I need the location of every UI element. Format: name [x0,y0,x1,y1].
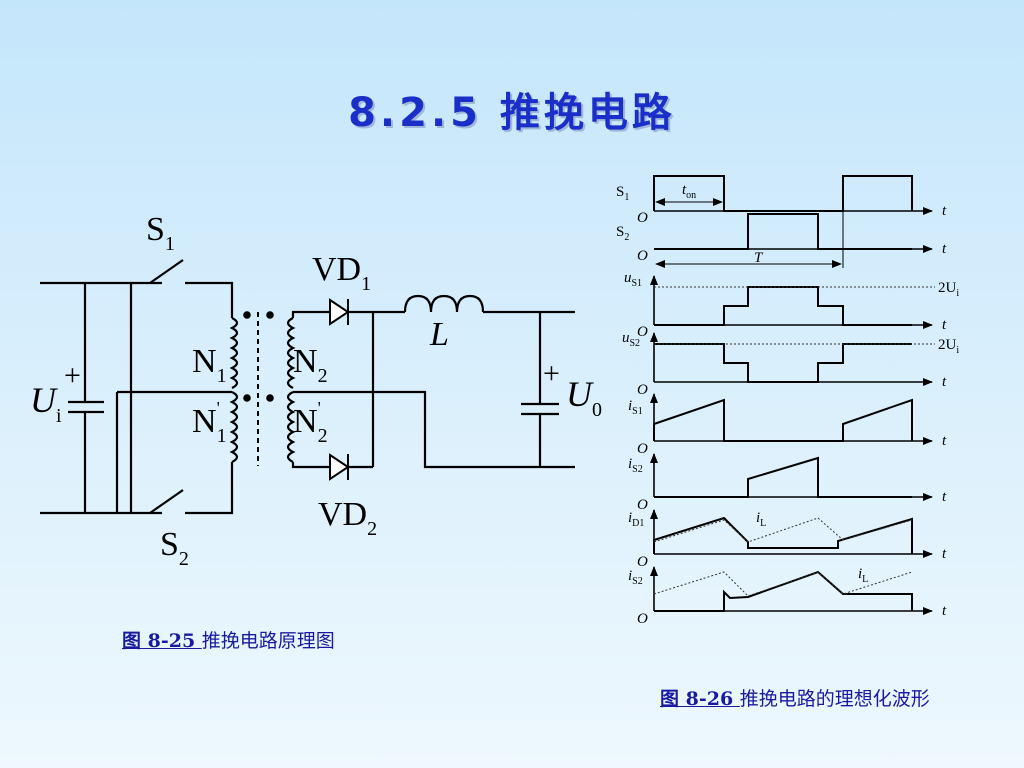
n2-label: N2 [293,343,328,387]
svg-text:t: t [942,241,947,257]
svg-text:t: t [942,603,947,619]
wave-is1 [653,398,913,442]
wave-is2 [654,456,912,498]
n2p-winding [286,391,296,463]
s2-switch [149,489,184,514]
l-label: L [429,316,449,353]
svg-text:O: O [637,441,648,457]
label-s1: S1 [616,184,629,203]
s1-to-n1 [185,281,234,318]
vd2-diode [329,453,350,481]
n2-top-wire [291,310,330,318]
label-il-2: iL [858,566,868,585]
label-il-1: iL [756,510,766,529]
caption-fig-8-25: 图 8-25 推挽电路原理图 [122,626,335,653]
wave-s2 [654,213,912,250]
label-us2: uS2 [622,330,640,349]
svg-text:t: t [942,317,947,333]
uo-plus: + [543,357,560,390]
l-inductor [403,294,485,313]
label-period: T [754,250,764,266]
svg-text:t: t [942,374,947,390]
svg-text:O: O [637,248,648,264]
il-dotted-1 [653,517,913,543]
n2p-bottom-wire [291,462,330,469]
svg-text:O: O [637,210,648,226]
svg-text:t: t [942,546,947,562]
label-is2: iS2 [628,456,643,475]
svg-text:t: t [942,433,947,449]
wave-id1 [653,516,913,554]
wave-us1 [654,286,912,326]
n1-winding [229,317,239,389]
caption-fig-8-26-text: 推挽电路的理想化波形 [739,688,930,710]
n1p-label: N1' [192,398,227,447]
s1-switch [149,259,184,284]
label-is1: iS1 [628,398,643,417]
uo-label: U0 [566,374,602,421]
uo-capacitor [521,402,559,416]
label-2ui-1: 2Ui [938,280,959,299]
wave-is2b [654,570,913,612]
label-id1: iD1 [628,510,644,529]
n2p-label: N2' [293,398,328,447]
ui-plus: + [64,359,81,392]
page-title: 8.2.5 推挽电路 [348,90,676,136]
vd1-diode [329,298,350,326]
label-s2: S2 [616,224,629,243]
il-dotted-2 [653,571,913,597]
caption-fig-8-25-number[interactable]: 图 8-25 [122,630,202,652]
caption-fig-8-26: 图 8-26 推挽电路的理想化波形 [660,684,930,711]
n2-winding [286,317,296,389]
s1-label: S1 [146,211,175,255]
n1-label: N1 [192,343,227,387]
svg-text:O: O [637,497,648,513]
s2-label: S2 [160,526,189,570]
wave-us2 [654,343,912,383]
n2-center-wire [293,390,575,469]
svg-text:t: t [942,489,947,505]
vd1-label: VD1 [312,251,371,295]
svg-text:O: O [637,554,648,570]
wave-s1 [653,175,913,212]
n1p-winding [229,391,239,463]
s2-to-n1p [185,462,234,515]
caption-fig-8-26-number[interactable]: 图 8-26 [660,688,740,710]
label-us1: uS1 [624,270,642,289]
ui-label: Ui [30,380,62,427]
svg-text:O: O [637,324,648,340]
ui-capacitor [68,400,104,414]
svg-text:O: O [637,611,648,627]
svg-text:t: t [942,203,947,219]
label-ton: ton [682,182,696,201]
svg-text:O: O [637,382,648,398]
label-is2b: iS2 [628,568,643,587]
vd2-label: VD2 [318,496,377,540]
label-2ui-2: 2Ui [938,337,959,356]
caption-fig-8-25-text: 推挽电路原理图 [201,630,335,652]
